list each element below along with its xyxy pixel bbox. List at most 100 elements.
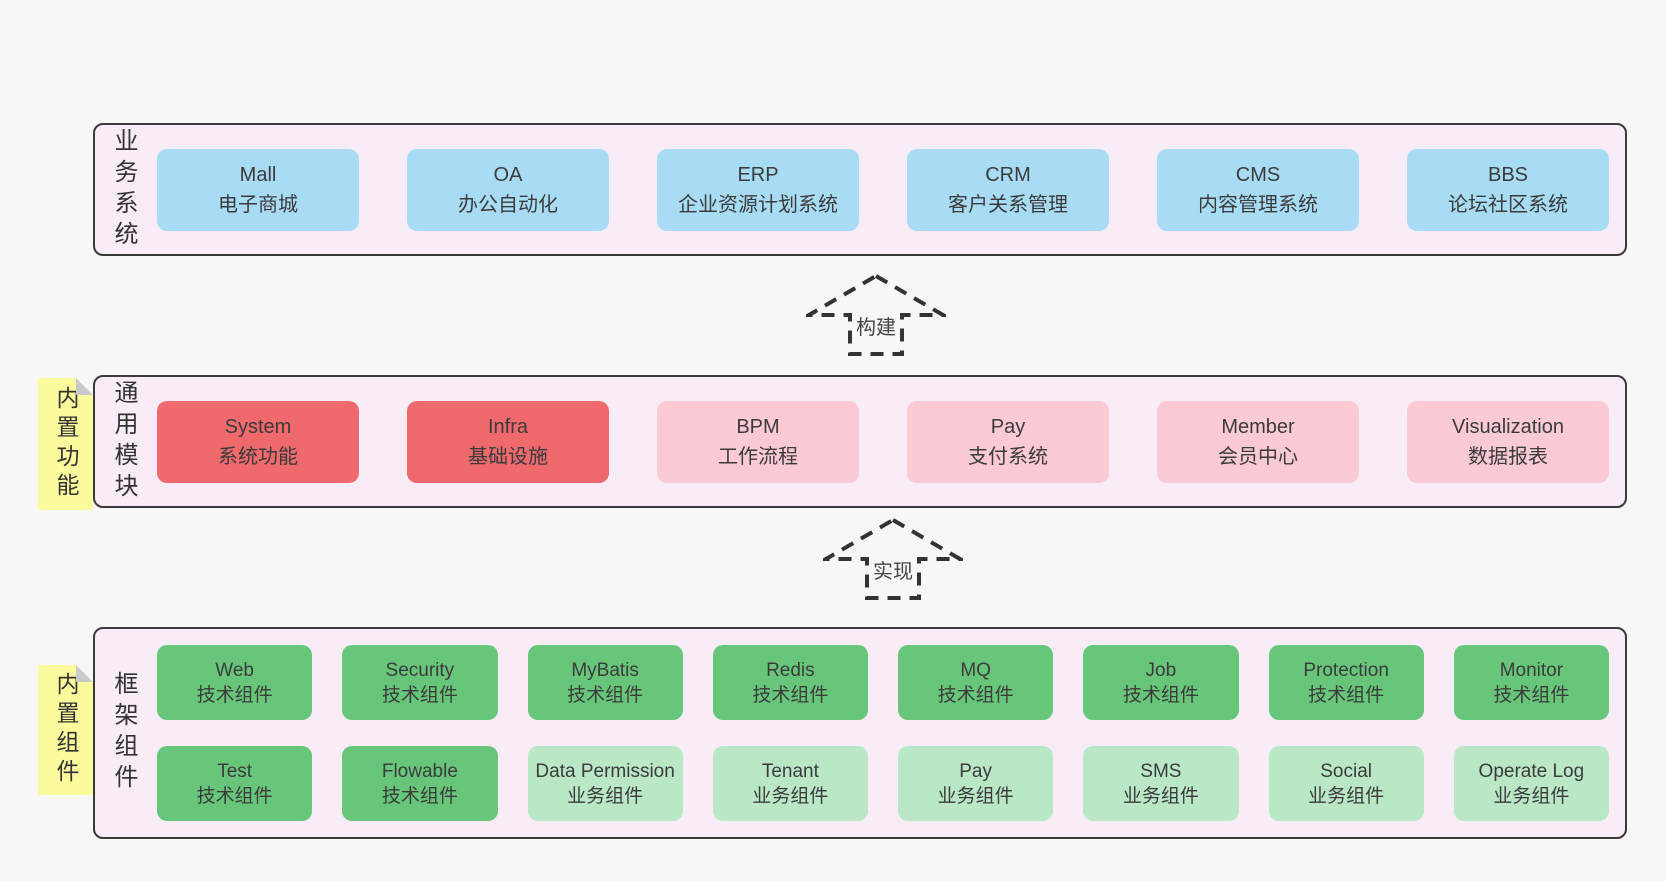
arrow-label: 实现 (870, 555, 916, 584)
box-subtitle: 业务组件 (752, 785, 829, 807)
box-title: Mall (239, 163, 277, 186)
box-subtitle: 技术组件 (381, 684, 458, 706)
box-title: Pay (990, 415, 1026, 438)
box-title: Data Permission (535, 760, 675, 782)
build-arrow: 构建 (806, 273, 946, 357)
box-title: Social (1320, 760, 1372, 782)
tag-text: 内置功能 (53, 386, 79, 502)
box-title: OA (493, 163, 523, 186)
box-web: Web 技术组件 (157, 645, 313, 720)
modules-band-label: 通用模块 (105, 377, 141, 506)
framework-band-label: 框架组件 (105, 629, 141, 837)
box-title: MQ (960, 659, 991, 681)
box-subtitle: 内容管理系统 (1198, 193, 1318, 216)
box-mq: MQ 技术组件 (898, 645, 1054, 720)
box-subtitle: 技术组件 (567, 684, 644, 706)
box-title: CRM (985, 163, 1031, 186)
box-subtitle: 数据报表 (1468, 445, 1548, 468)
box-mall: Mall 电子商城 (157, 148, 359, 231)
box-title: ERP (737, 163, 779, 186)
box-pay-module: Pay 支付系统 (907, 400, 1109, 483)
box-subtitle: 支付系统 (968, 445, 1048, 468)
box-title: Visualization (1452, 415, 1564, 438)
arrow-label: 构建 (853, 311, 899, 340)
box-title: Monitor (1499, 659, 1564, 681)
box-cms: CMS 内容管理系统 (1157, 148, 1359, 231)
box-erp: ERP 企业资源计划系统 (657, 148, 859, 231)
box-subtitle: 系统功能 (218, 445, 298, 468)
box-sms: SMS 业务组件 (1083, 746, 1239, 821)
box-infra: Infra 基础设施 (407, 400, 609, 483)
box-member: Member 会员中心 (1157, 400, 1359, 483)
box-title: Redis (766, 659, 815, 681)
box-mybatis: MyBatis 技术组件 (527, 645, 683, 720)
box-title: Tenant (761, 760, 819, 782)
box-subtitle: 技术组件 (381, 785, 458, 807)
box-subtitle: 业务组件 (1493, 785, 1570, 807)
common-modules-band: 通用模块 System 系统功能 Infra 基础设施 BPM 工作流程 Pay… (93, 375, 1627, 508)
business-boxes-row: Mall 电子商城 OA 办公自动化 ERP 企业资源计划系统 CRM 客户关系… (157, 125, 1609, 254)
box-subtitle: 会员中心 (1218, 445, 1298, 468)
box-title: Operate Log (1478, 760, 1585, 782)
box-subtitle: 技术组件 (1493, 684, 1570, 706)
box-protection: Protection 技术组件 (1268, 645, 1424, 720)
built-in-features-tag: 内置功能 (38, 378, 93, 510)
box-system: System 系统功能 (157, 400, 359, 483)
box-crm: CRM 客户关系管理 (907, 148, 1109, 231)
box-job: Job 技术组件 (1083, 645, 1239, 720)
box-subtitle: 业务组件 (1122, 785, 1199, 807)
box-subtitle: 基础设施 (468, 445, 548, 468)
box-title: SMS (1140, 760, 1182, 782)
box-title: Security (385, 659, 455, 681)
box-subtitle: 客户关系管理 (948, 193, 1068, 216)
box-title: Flowable (381, 760, 458, 782)
box-redis: Redis 技术组件 (712, 645, 868, 720)
box-test: Test 技术组件 (157, 746, 313, 821)
box-title: BPM (736, 415, 780, 438)
box-subtitle: 企业资源计划系统 (678, 193, 838, 216)
box-flowable: Flowable 技术组件 (342, 746, 498, 821)
box-subtitle: 业务组件 (1308, 785, 1385, 807)
business-band-label: 业务系统 (105, 125, 141, 254)
box-title: BBS (1487, 163, 1529, 186)
box-subtitle: 技术组件 (1122, 684, 1199, 706)
box-bpm: BPM 工作流程 (657, 400, 859, 483)
box-subtitle: 论坛社区系统 (1448, 193, 1568, 216)
band-label-text: 通用模块 (110, 379, 137, 504)
box-security: Security 技术组件 (342, 645, 498, 720)
framework-boxes-grid: Web 技术组件 Security 技术组件 MyBatis 技术组件 Redi… (157, 645, 1609, 821)
box-subtitle: 办公自动化 (458, 193, 558, 216)
box-data-permission: Data Permission 业务组件 (527, 746, 683, 821)
implement-arrow: 实现 (823, 517, 963, 601)
box-subtitle: 技术组件 (196, 785, 273, 807)
box-social: Social 业务组件 (1268, 746, 1424, 821)
box-title: Protection (1303, 659, 1389, 681)
box-pay-component: Pay 业务组件 (898, 746, 1054, 821)
box-title: Pay (959, 760, 992, 782)
box-title: Web (215, 659, 254, 681)
box-operate-log: Operate Log 业务组件 (1453, 746, 1609, 821)
built-in-components-tag: 内置组件 (38, 665, 93, 795)
box-subtitle: 技术组件 (196, 684, 273, 706)
box-title: Job (1145, 659, 1177, 681)
box-subtitle: 工作流程 (718, 445, 798, 468)
box-subtitle: 技术组件 (937, 684, 1014, 706)
box-bbs: BBS 论坛社区系统 (1407, 148, 1609, 231)
framework-components-band: 框架组件 Web 技术组件 Security 技术组件 MyBatis 技术组件… (93, 627, 1627, 839)
box-subtitle: 电子商城 (218, 193, 298, 216)
box-subtitle: 技术组件 (752, 684, 829, 706)
box-tenant: Tenant 业务组件 (712, 746, 868, 821)
box-title: Infra (487, 415, 529, 438)
box-subtitle: 业务组件 (567, 785, 644, 807)
box-title: System (224, 415, 292, 438)
box-oa: OA 办公自动化 (407, 148, 609, 231)
business-systems-band: 业务系统 Mall 电子商城 OA 办公自动化 ERP 企业资源计划系统 CRM… (93, 123, 1627, 256)
box-subtitle: 技术组件 (1308, 684, 1385, 706)
modules-boxes-row: System 系统功能 Infra 基础设施 BPM 工作流程 Pay 支付系统… (157, 377, 1609, 506)
box-visualization: Visualization 数据报表 (1407, 400, 1609, 483)
box-subtitle: 业务组件 (937, 785, 1014, 807)
band-label-text: 框架组件 (110, 671, 137, 795)
box-monitor: Monitor 技术组件 (1453, 645, 1609, 720)
box-title: Member (1221, 415, 1295, 438)
